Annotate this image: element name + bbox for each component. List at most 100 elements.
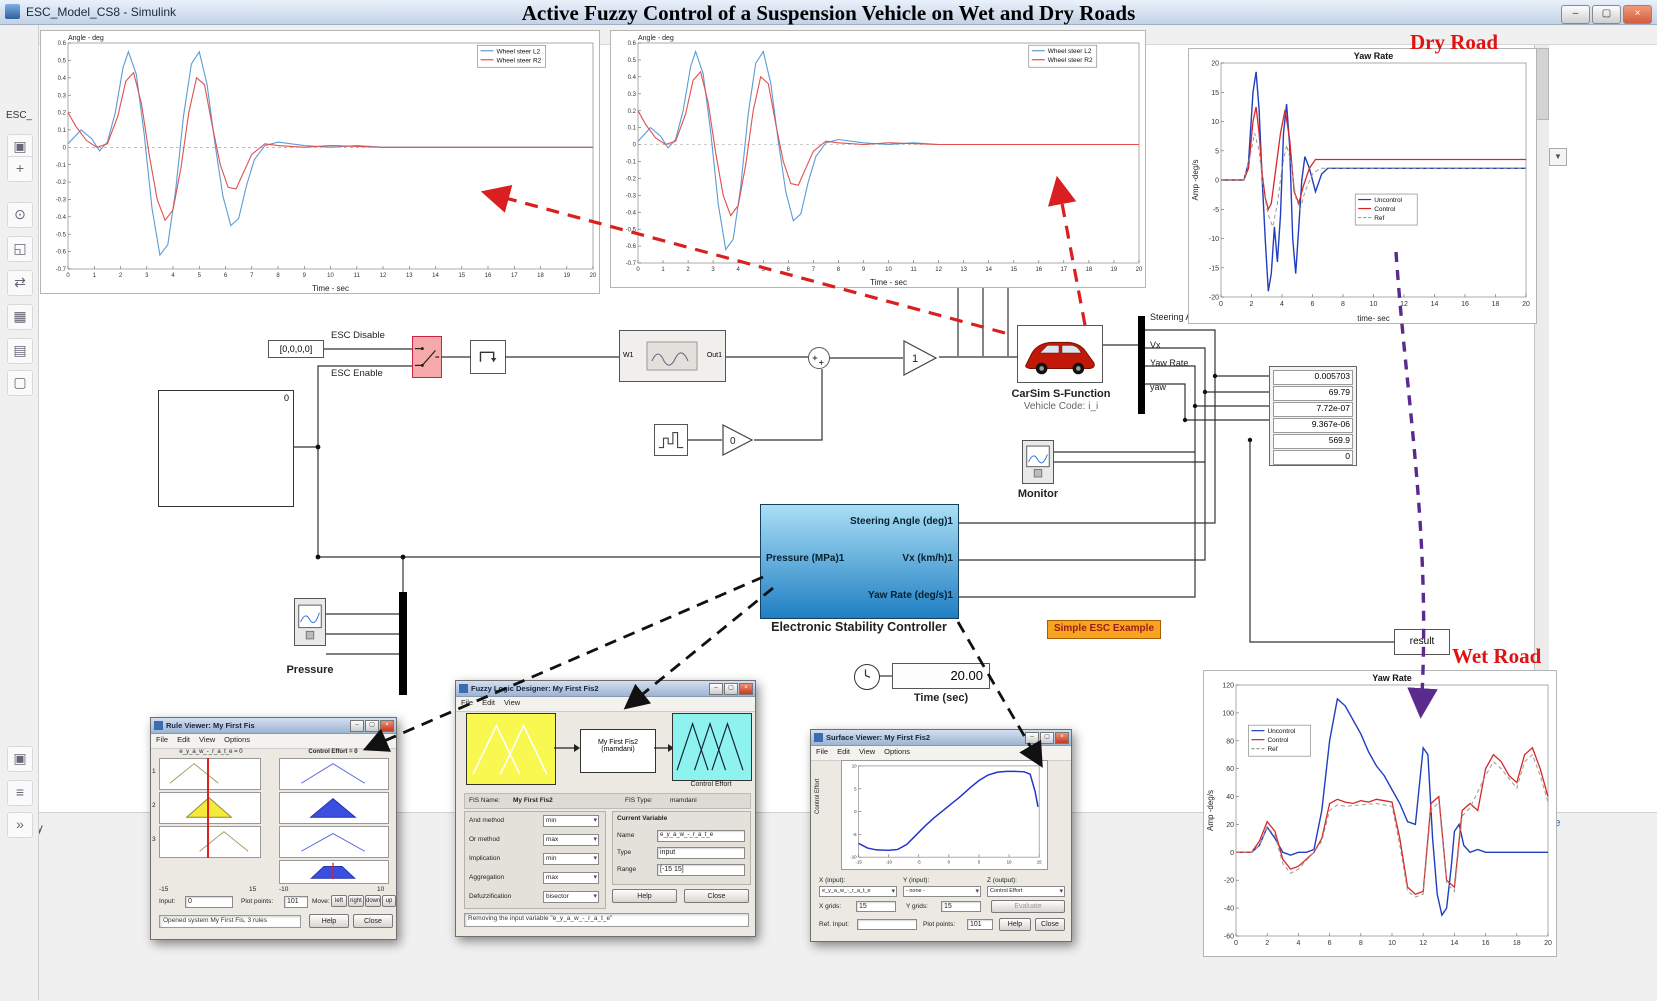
dropdown-arrow-icon[interactable]: ▼ <box>1549 148 1567 166</box>
expand-icon[interactable]: » <box>7 812 33 838</box>
rule-maximize-button[interactable]: ▢ <box>365 719 379 732</box>
swap-icon[interactable]: ⇄ <box>7 270 33 296</box>
designer-menu-edit[interactable]: Edit <box>482 698 496 707</box>
surface-close-button[interactable]: × <box>1055 731 1069 744</box>
switch-block[interactable] <box>412 336 442 378</box>
display-block[interactable]: 0.005703 69.79 7.72e-07 9.367e-06 569.9 … <box>1269 366 1357 466</box>
fit-view-icon[interactable]: ◱ <box>7 236 33 262</box>
surface-help-button[interactable]: Help <box>999 918 1031 931</box>
implication-combo[interactable]: min <box>543 853 599 865</box>
annotation-icon[interactable]: ▢ <box>7 370 33 396</box>
cv-type-field[interactable]: input <box>657 847 745 859</box>
sum-block[interactable] <box>808 347 830 369</box>
rule-menu-view[interactable]: View <box>199 735 216 744</box>
memory-block[interactable] <box>470 340 506 374</box>
surface-menu-file[interactable]: File <box>816 747 829 756</box>
restore-button[interactable]: ▢ <box>1592 5 1621 24</box>
surface-close-action-button[interactable]: Close <box>1035 918 1065 931</box>
to-workspace-block[interactable]: result <box>1394 629 1450 655</box>
surface-minimize-button[interactable]: – <box>1025 731 1039 744</box>
subsystem-block[interactable]: W1 Out1 <box>619 330 726 382</box>
rule-help-button[interactable]: Help <box>309 914 349 928</box>
rule-move-right-button[interactable]: right <box>348 895 364 907</box>
designer-fis-box[interactable]: My First Fis2 (mamdani) <box>580 729 656 773</box>
surface-ref-field[interactable] <box>857 919 917 930</box>
and-method-combo[interactable]: min <box>543 815 599 827</box>
rule-close-action-button[interactable]: Close <box>353 914 393 928</box>
designer-input-mf[interactable] <box>466 713 556 785</box>
or-method-combo[interactable]: max <box>543 834 599 846</box>
rule-minimize-button[interactable]: – <box>350 719 364 732</box>
cv-name-field[interactable]: e_y_a_w_-_r_a_t_e <box>657 830 745 842</box>
rule-viewer-window[interactable]: Rule Viewer: My First Fis –▢× File Edit … <box>150 717 397 940</box>
tab-esc-model[interactable]: ESC_ <box>6 110 33 121</box>
pressure-mux-block[interactable] <box>399 592 407 695</box>
surface-xgrid-field[interactable]: 15 <box>856 901 896 912</box>
designer-menu-file[interactable]: File <box>461 698 474 707</box>
designer-menu-view[interactable]: View <box>504 698 521 707</box>
rule-mf-plot[interactable] <box>159 792 261 824</box>
surface-ygrid-field[interactable]: 15 <box>941 901 981 912</box>
add-block-icon[interactable]: + <box>7 156 33 182</box>
rule-menu-options[interactable]: Options <box>224 735 251 744</box>
example-annotation[interactable]: Simple ESC Example <box>1047 620 1161 639</box>
rule-mf-plot[interactable] <box>159 758 261 790</box>
cv-range-field[interactable]: [-15 15] <box>657 864 745 876</box>
designer-maximize-button[interactable]: ▢ <box>724 682 738 695</box>
signal-generator-block[interactable] <box>654 424 688 456</box>
esc-controller-block[interactable]: Steering Angle (deg)1 Pressure (MPa)1 Vx… <box>760 504 959 619</box>
designer-help-button[interactable]: Help <box>612 889 677 903</box>
fuzzy-designer-window[interactable]: Fuzzy Logic Designer: My First Fis2 –▢× … <box>455 680 756 937</box>
surface-x-combo[interactable]: e_y_a_w_-_r_a_t_e <box>819 886 897 897</box>
designer-close-button[interactable]: × <box>739 682 753 695</box>
rule-input-cursor[interactable] <box>207 758 209 858</box>
rule-move-down-button[interactable]: down <box>365 895 381 907</box>
rule-mf-plot[interactable] <box>279 758 389 790</box>
designer-output-mf[interactable] <box>672 713 752 781</box>
monitor-scope-block[interactable] <box>1022 440 1054 484</box>
surface-viewer-window[interactable]: Surface Viewer: My First Fis2 –▢× File E… <box>810 729 1072 942</box>
constant-block[interactable]: [0,0,0,0] <box>268 340 324 358</box>
defuzzification-combo[interactable]: bisector <box>543 891 599 903</box>
gain-block-1[interactable]: 1 <box>903 340 939 376</box>
rule-mf-plot[interactable] <box>279 826 389 858</box>
rule-move-left-button[interactable]: left <box>331 895 347 907</box>
rule-input-field[interactable]: 0 <box>185 896 233 908</box>
rule-mf-plot[interactable] <box>159 826 261 858</box>
rule-close-button[interactable]: × <box>380 719 394 732</box>
aggregation-combo[interactable]: max <box>543 872 599 884</box>
list-icon[interactable]: ≡ <box>7 780 33 806</box>
surface-y-combo[interactable]: - none - <box>903 886 981 897</box>
surface-evaluate-button[interactable]: Evaluate <box>991 900 1065 913</box>
pressure-scope-block[interactable] <box>294 598 326 646</box>
model-browser-icon[interactable]: ▣ <box>7 746 33 772</box>
empty-subsystem-block[interactable]: 0 <box>158 390 294 507</box>
carsim-block[interactable] <box>1017 325 1103 383</box>
surface-menu-edit[interactable]: Edit <box>837 747 851 756</box>
designer-close-action-button[interactable]: Close <box>684 889 749 903</box>
zoom-icon[interactable]: ⊙ <box>7 202 33 228</box>
rule-aggregate-plot[interactable] <box>279 860 389 884</box>
clock-block[interactable] <box>854 664 880 690</box>
rule-mf-plot[interactable] <box>279 792 389 824</box>
surface-maximize-button[interactable]: ▢ <box>1040 731 1054 744</box>
demux-block[interactable] <box>1138 316 1145 414</box>
close-button[interactable]: × <box>1623 5 1652 24</box>
rule-plot-points-field[interactable]: 101 <box>284 896 308 908</box>
scrollbar-thumb[interactable] <box>1536 48 1549 120</box>
gain-block-0[interactable]: 0 <box>722 424 754 456</box>
surface-menu-view[interactable]: View <box>859 747 876 756</box>
surface-pp-field[interactable]: 101 <box>967 919 993 930</box>
vertical-scrollbar[interactable] <box>1534 44 1549 812</box>
minimize-button[interactable]: – <box>1561 5 1590 24</box>
surface-menu-options[interactable]: Options <box>884 747 911 756</box>
rule-menu-file[interactable]: File <box>156 735 169 744</box>
rule-menu-edit[interactable]: Edit <box>177 735 191 744</box>
surface-z-combo[interactable]: Control Effort <box>987 886 1065 897</box>
time-display-block[interactable]: 20.00 <box>892 663 990 689</box>
chart-icon[interactable]: ▤ <box>7 338 33 364</box>
open-model-icon[interactable]: ▣ <box>7 134 33 160</box>
designer-minimize-button[interactable]: – <box>709 682 723 695</box>
rule-move-up-button[interactable]: up <box>382 895 396 907</box>
